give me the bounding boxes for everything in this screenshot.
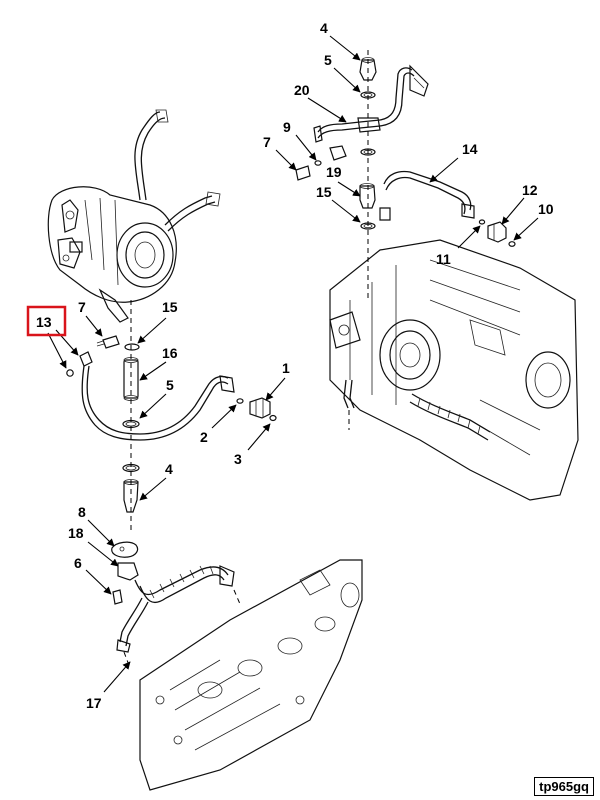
callout-7-left: 7 [78, 299, 86, 315]
callout-14: 14 [462, 141, 478, 157]
callout-labels: 13 7 15 16 5 1 2 3 4 8 18 6 17 4 5 20 9 … [36, 20, 554, 711]
callout-13: 13 [36, 314, 52, 330]
turbocharger [47, 186, 177, 323]
callout-4-left: 4 [165, 461, 173, 477]
callout-18: 18 [68, 525, 84, 541]
callout-1: 1 [282, 360, 290, 376]
callout-5-left: 5 [166, 377, 174, 393]
turbo-upper-hose [134, 109, 169, 201]
highlight-box [26, 305, 67, 337]
callout-20: 20 [294, 82, 310, 98]
small-parts-left-column [96, 300, 140, 530]
callout-6: 6 [74, 555, 82, 571]
oil-supply-line-left [66, 351, 277, 441]
figure-id-label: tp965gq [534, 777, 594, 796]
callout-16: 16 [162, 345, 178, 361]
callout-8: 8 [78, 504, 86, 520]
engine-block-upper-right [329, 239, 579, 501]
callout-17: 17 [86, 695, 102, 711]
callout-4-right: 4 [320, 20, 328, 36]
callout-10: 10 [538, 201, 554, 217]
callout-15-right: 15 [316, 184, 332, 200]
callout-7-right: 7 [263, 134, 271, 150]
small-parts-right-cluster [295, 50, 516, 300]
callout-19: 19 [326, 164, 342, 180]
callout-9: 9 [283, 119, 291, 135]
callout-15-left: 15 [162, 299, 178, 315]
callout-12: 12 [522, 182, 538, 198]
engine-block-lower [139, 559, 363, 791]
callout-leaders [47, 35, 539, 693]
callout-11: 11 [436, 251, 451, 267]
callout-2: 2 [200, 429, 208, 445]
callout-5-right: 5 [324, 52, 332, 68]
oil-drain-hose [111, 541, 241, 669]
turbo-side-hose [164, 191, 221, 232]
callout-3: 3 [234, 451, 242, 467]
